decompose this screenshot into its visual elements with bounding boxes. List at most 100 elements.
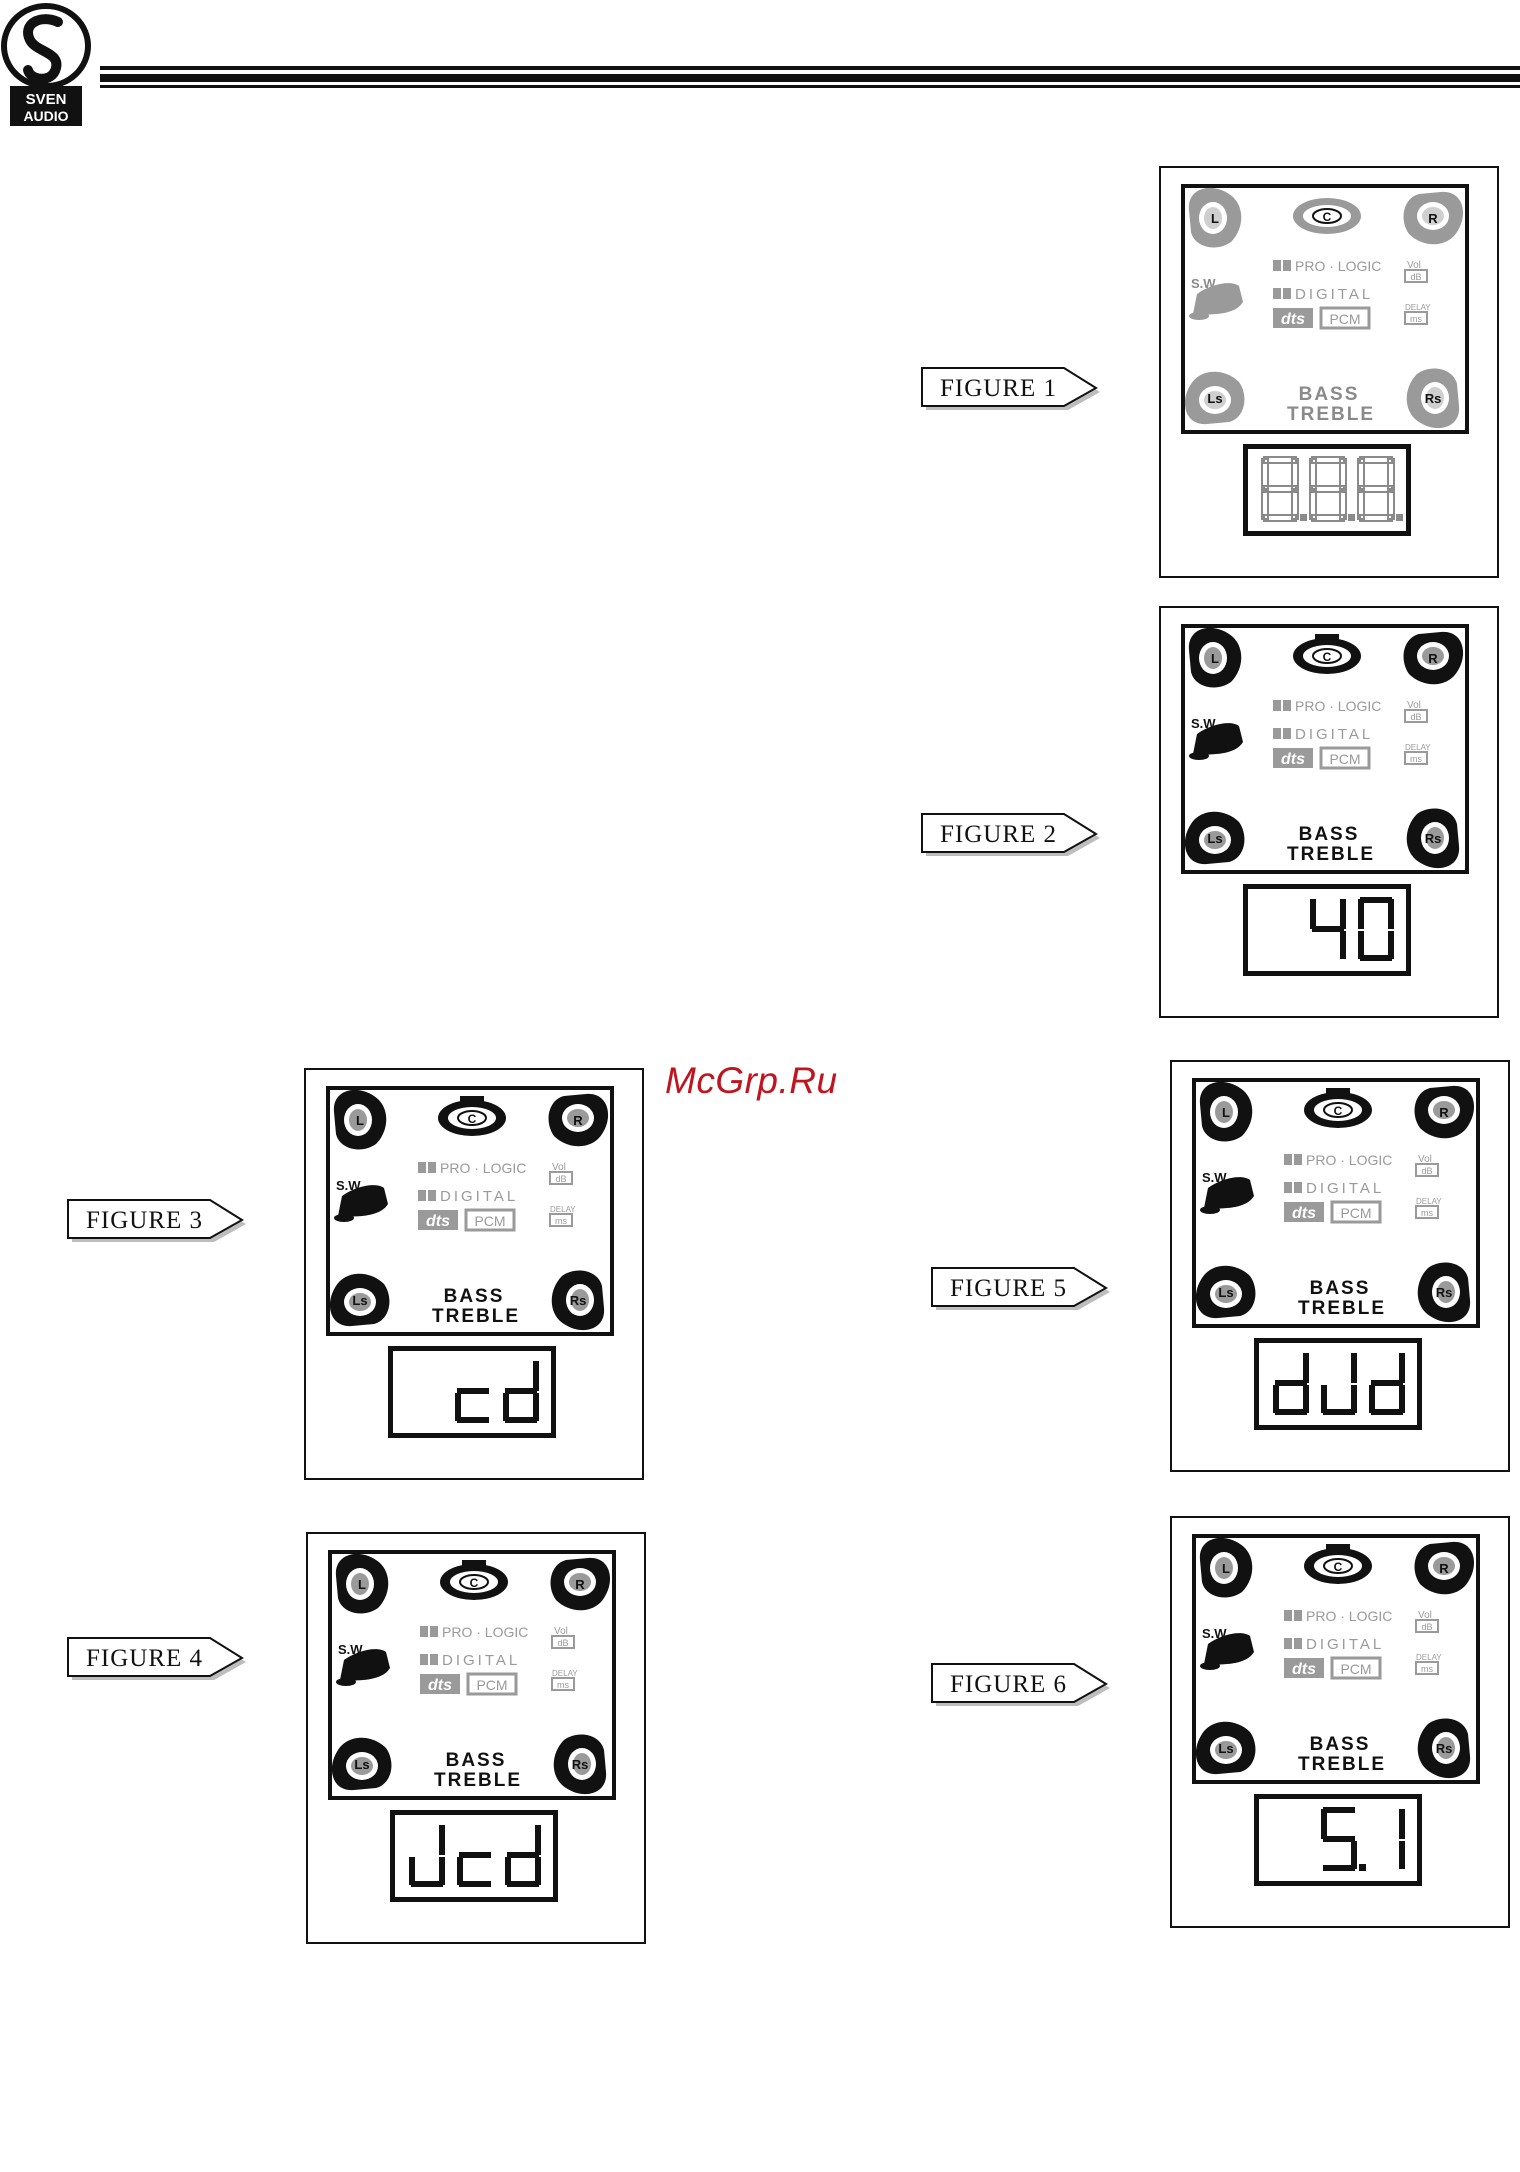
pcm-label: PCM	[1340, 1205, 1371, 1221]
rs-speaker-icon-label: Rs	[1425, 391, 1442, 406]
delay-label: DELAY	[1405, 303, 1431, 312]
numeric-display	[1254, 1794, 1422, 1886]
display-segment	[459, 1881, 491, 1887]
ms-label: ms	[1421, 1664, 1433, 1674]
right-speaker-icon-label: R	[575, 1577, 585, 1592]
dolby-digital-icon	[1284, 1638, 1302, 1649]
center-speaker-icon	[440, 1560, 508, 1600]
figure-label-text: FIGURE 1	[940, 375, 1058, 402]
display-segment	[1358, 899, 1364, 929]
center-speaker-label: C	[1323, 210, 1332, 224]
center-speaker-label: C	[470, 1576, 479, 1590]
left-speaker-icon-label: L	[1222, 1561, 1230, 1576]
right-speaker-icon	[1414, 1541, 1475, 1595]
digital-label: DIGITAL	[442, 1652, 520, 1669]
db-label: dB	[1421, 1622, 1432, 1632]
brand-line2: AUDIO	[23, 108, 68, 124]
display-segment	[1311, 485, 1345, 493]
display-digits	[1261, 456, 1403, 522]
figure-4-label: FIGURE 4	[66, 1636, 256, 1682]
pcm-label: PCM	[1329, 311, 1360, 327]
display-dot	[1359, 1864, 1366, 1871]
delay-label: DELAY	[1416, 1653, 1442, 1662]
treble-label: TREBLE	[1298, 1298, 1386, 1319]
rs-speaker-icon-label: Rs	[570, 1293, 587, 1308]
rs-speaker-icon	[1417, 1718, 1471, 1779]
display-segment	[1275, 1380, 1307, 1386]
ls-speaker-icon-label: Ls	[354, 1757, 369, 1772]
display-segment	[1351, 1841, 1357, 1869]
db-label: dB	[555, 1174, 566, 1184]
delay-label: DELAY	[552, 1669, 578, 1678]
center-speaker-label: C	[1334, 1104, 1343, 1118]
center-speaker-label: C	[1334, 1560, 1343, 1574]
right-speaker-icon	[1403, 191, 1464, 245]
figure-5-label: FIGURE 5	[930, 1266, 1120, 1312]
right-speaker-icon	[548, 1093, 609, 1147]
bass-label: BASS	[1310, 1278, 1371, 1299]
pcm-badge	[1319, 306, 1371, 330]
ls-speaker-icon	[329, 1273, 390, 1327]
right-speaker-icon	[550, 1557, 611, 1611]
display-segment	[535, 1857, 541, 1885]
display-segment	[1371, 1380, 1403, 1386]
delay-label: DELAY	[1416, 1197, 1442, 1206]
dolby-icon	[1284, 1154, 1302, 1165]
rs-speaker-icon-label: Rs	[1436, 1285, 1453, 1300]
rs-speaker-icon-label: Rs	[572, 1757, 589, 1772]
pro-logic-label: PRO · LOGIC	[1295, 698, 1381, 714]
display-segment	[505, 1388, 537, 1394]
pro-logic-label: PRO · LOGIC	[1306, 1152, 1392, 1168]
pcm-label: PCM	[1329, 751, 1360, 767]
display-segment	[505, 1857, 511, 1885]
display-segment	[505, 1417, 537, 1423]
numeric-display	[390, 1810, 558, 1902]
display-segment	[1263, 485, 1297, 493]
ls-speaker-icon	[1195, 1265, 1256, 1319]
dts-badge	[1284, 1658, 1324, 1678]
display-segment	[1399, 1385, 1405, 1413]
display-segment	[459, 1852, 491, 1858]
digital-label: DIGITAL	[1306, 1636, 1384, 1653]
subwoofer-icon	[1189, 723, 1243, 760]
figure-1-label: FIGURE 1	[920, 366, 1110, 412]
rs-speaker-icon	[1406, 368, 1460, 429]
dolby-digital-icon	[418, 1190, 436, 1201]
db-label: dB	[1421, 1166, 1432, 1176]
display-digits	[1273, 1353, 1405, 1415]
display-segment	[533, 1393, 539, 1421]
rs-speaker-icon	[553, 1734, 607, 1795]
center-speaker-icon	[1304, 1088, 1372, 1128]
subwoofer-icon	[1200, 1177, 1254, 1214]
display-segment	[457, 1388, 489, 1394]
display-segment	[1275, 1409, 1307, 1415]
dts-label: dts	[1281, 311, 1305, 328]
ls-speaker-icon	[1184, 371, 1245, 425]
dts-label: dts	[426, 1213, 450, 1230]
bass-label: BASS	[444, 1286, 505, 1307]
left-speaker-icon-label: L	[1222, 1105, 1230, 1120]
display-segment	[1323, 1807, 1355, 1813]
left-speaker-icon	[335, 1553, 389, 1614]
subwoofer-icon	[1200, 1633, 1254, 1670]
display-segment	[535, 1825, 541, 1855]
left-speaker-icon	[333, 1089, 387, 1150]
dts-label: dts	[1292, 1205, 1316, 1222]
dolby-digital-icon	[420, 1654, 438, 1665]
display-dot	[1396, 514, 1403, 521]
display-segment	[1321, 1809, 1327, 1839]
display-segment	[1323, 1836, 1355, 1842]
ls-speaker-icon	[331, 1737, 392, 1791]
bass-label: BASS	[1310, 1734, 1371, 1755]
treble-label: TREBLE	[1287, 404, 1375, 425]
treble-label: TREBLE	[1298, 1754, 1386, 1775]
ms-label: ms	[555, 1216, 567, 1226]
left-speaker-icon	[1199, 1537, 1253, 1598]
ls-speaker-icon-label: Ls	[1207, 391, 1222, 406]
center-speaker-icon	[1293, 634, 1361, 674]
